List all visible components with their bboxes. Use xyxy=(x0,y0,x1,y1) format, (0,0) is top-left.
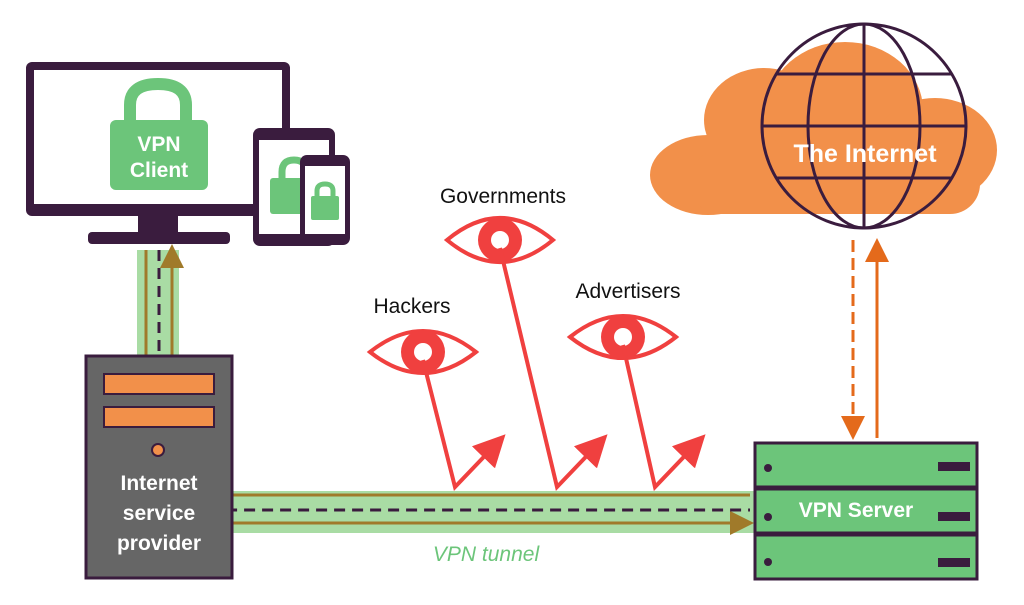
vpn-client-label-1: VPN xyxy=(137,133,180,156)
server-rack-icon xyxy=(753,441,979,581)
isp-label-2: service xyxy=(123,502,195,525)
advertisers-label: Advertisers xyxy=(575,280,680,303)
cloud-icon xyxy=(650,42,997,215)
phone-icon xyxy=(300,155,350,245)
hackers-label: Hackers xyxy=(373,295,450,318)
eye-icon-hackers xyxy=(366,329,480,375)
internet-arrows xyxy=(841,238,889,440)
eye-icon-governments xyxy=(443,216,557,264)
vpn-server-label: VPN Server xyxy=(799,499,913,522)
isp-server-tower xyxy=(84,354,234,580)
governments-label: Governments xyxy=(440,185,566,208)
vpn-tunnel-label: VPN tunnel xyxy=(433,543,541,566)
vpn-client-label-2: Client xyxy=(130,159,188,182)
eye-icon-advertisers xyxy=(566,314,680,360)
padlock-icon xyxy=(110,77,208,190)
spy-lines xyxy=(421,247,706,492)
isp-label-3: provider xyxy=(117,532,201,555)
internet-label: The Internet xyxy=(793,140,937,168)
globe-icon xyxy=(760,22,968,230)
isp-label-1: Internet xyxy=(120,472,197,495)
